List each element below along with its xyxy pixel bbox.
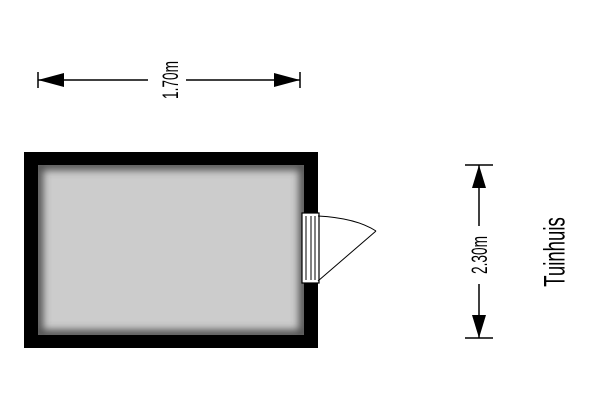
floor-area (38, 165, 304, 335)
door (301, 212, 377, 284)
width-dimension-arrow-right-icon (274, 73, 300, 87)
door-leaf (317, 230, 377, 282)
depth-dimension-label: 2.30m (466, 236, 491, 274)
depth-dimension: 2.30m (465, 164, 493, 339)
room-name-label: Tuinhuis (538, 217, 572, 287)
door-swing-arc (317, 215, 377, 232)
building (24, 152, 318, 348)
width-dimension-arrow-left-icon (38, 73, 64, 87)
width-dimension-label: 1.70m (157, 61, 182, 99)
width-dimension: 1.70m (37, 58, 301, 102)
depth-dimension-arrow-bottom-icon (472, 315, 486, 338)
depth-dimension-arrow-top-icon (472, 165, 486, 188)
